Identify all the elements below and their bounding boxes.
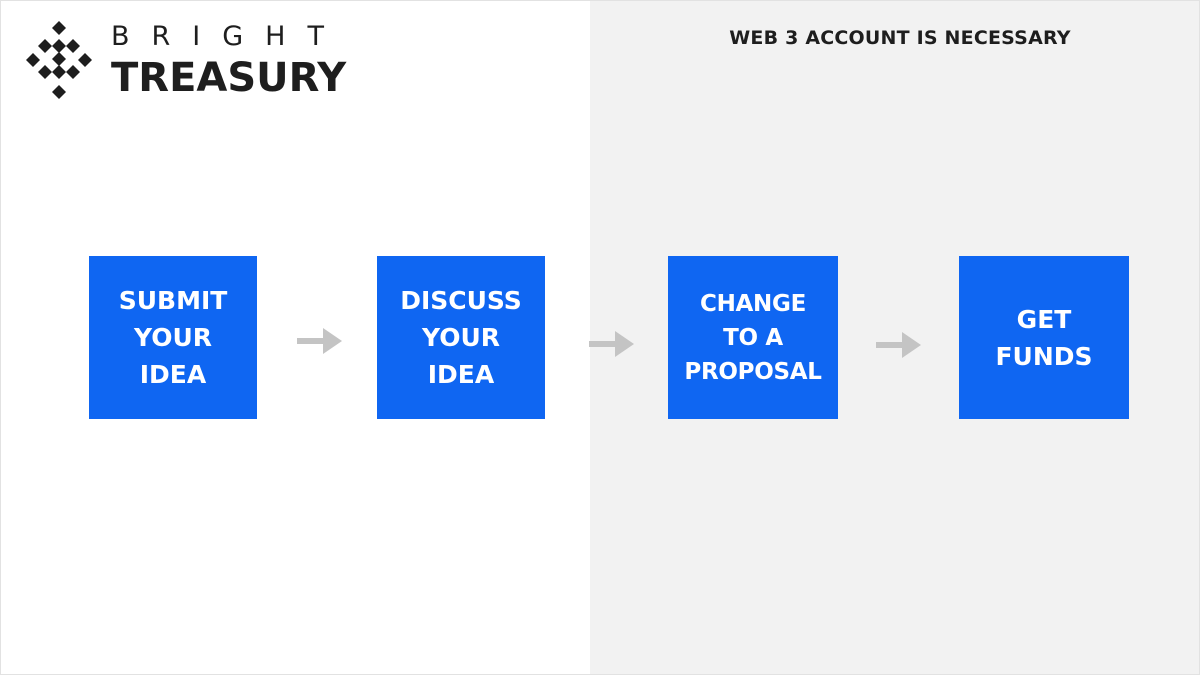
bright-treasury-logo: BRIGHT TREASURY (26, 21, 366, 103)
step-change-to-proposal: CHANGE TO A PROPOSAL (668, 256, 838, 419)
step-label: GET FUNDS (995, 304, 1093, 371)
step-get-funds: GET FUNDS (959, 256, 1129, 419)
diamond-grid-icon (26, 21, 92, 99)
step-label: SUBMIT YOUR IDEA (118, 286, 228, 389)
step-discuss-idea: DISCUSS YOUR IDEA (377, 256, 545, 419)
arrow-right-icon (876, 332, 921, 358)
step-label: DISCUSS YOUR IDEA (400, 286, 522, 389)
panel-heading: WEB 3 ACCOUNT IS NECESSARY (729, 27, 1071, 49)
logo-wordmark-top: BRIGHT (111, 21, 346, 52)
arrow-right-icon (297, 328, 342, 354)
logo-wordmark-bottom: TREASURY (111, 55, 347, 101)
step-label: CHANGE TO A PROPOSAL (684, 290, 822, 385)
step-submit-idea: SUBMIT YOUR IDEA (89, 256, 257, 419)
arrow-right-icon (589, 331, 634, 357)
